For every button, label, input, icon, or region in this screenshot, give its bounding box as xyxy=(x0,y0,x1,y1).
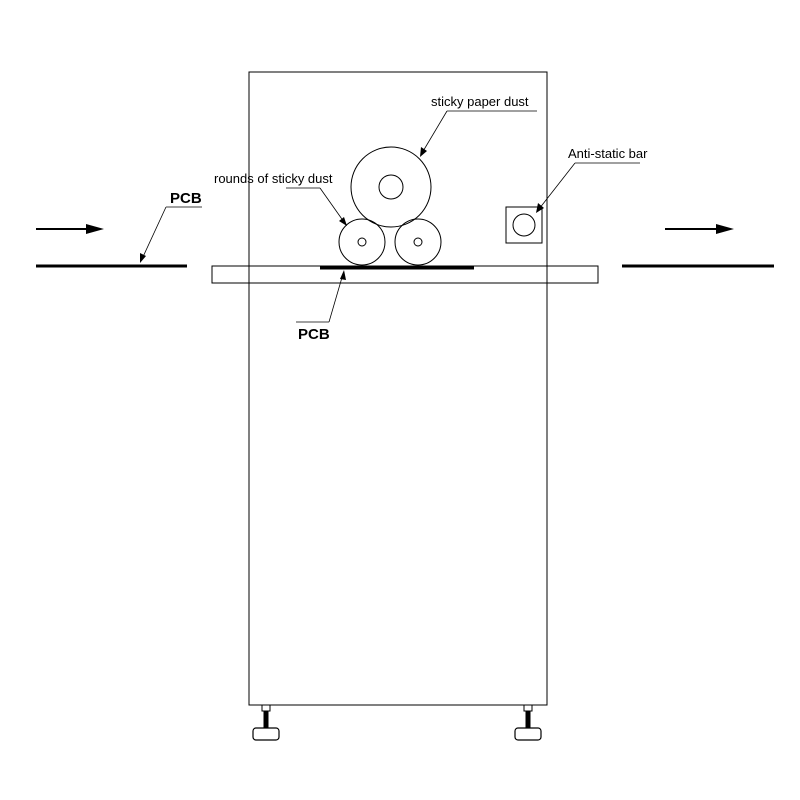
left-feed-arrow xyxy=(36,224,104,234)
leader-pcb-input xyxy=(140,206,202,263)
label-sticky-paper-dust: sticky paper dust xyxy=(431,94,529,109)
conveyor-table xyxy=(211,265,599,284)
leader-pcb-under xyxy=(296,270,346,323)
leader-rounds-of-sticky-dust xyxy=(286,187,347,226)
sticky-dust-roller-right xyxy=(394,218,442,266)
anti-static-bar xyxy=(505,206,543,244)
right-feed-arrow xyxy=(665,224,734,234)
label-pcb-under: PCB xyxy=(298,326,330,343)
leader-sticky-paper-dust xyxy=(420,110,537,157)
label-rounds-of-sticky-dust: rounds of sticky dust xyxy=(214,171,333,186)
sticky-dust-roller-left xyxy=(338,218,386,266)
sticky-paper-roll xyxy=(350,146,432,228)
leveling-foot-left xyxy=(252,704,280,741)
label-pcb-input: PCB xyxy=(170,190,202,207)
machine-cabinet xyxy=(248,71,548,706)
leveling-foot-right xyxy=(514,704,542,741)
label-anti-static-bar: Anti-static bar xyxy=(568,146,648,161)
leader-anti-static-bar xyxy=(536,162,640,213)
